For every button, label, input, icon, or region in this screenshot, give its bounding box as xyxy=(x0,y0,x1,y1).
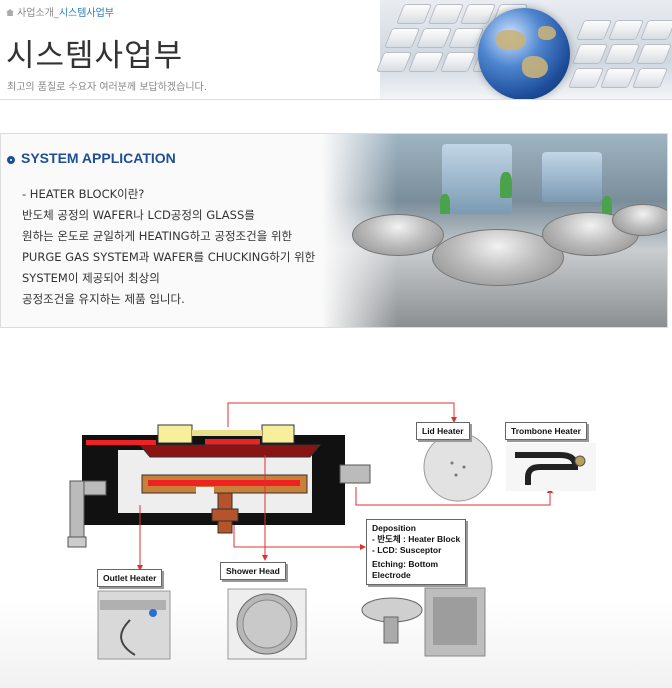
section-description: - HEATER BLOCK이란? 반도체 공정의 WAFER나 LCD공정의 … xyxy=(22,184,315,310)
lid-heater-label: Lid Heater xyxy=(416,422,470,440)
deposition-lcd: - LCD: Susceptor xyxy=(372,545,442,555)
home-icon[interactable] xyxy=(6,9,14,16)
bullet-icon xyxy=(7,156,15,164)
page-header: 사업소개_시스템사업부 시스템사업부 최고의 품질로 수요자 여러분께 보답하겠… xyxy=(0,0,672,100)
desc-line: - HEATER BLOCK이란? xyxy=(22,187,145,201)
section-heading-text: SYSTEM APPLICATION xyxy=(21,150,176,166)
shower-head-label: Shower Head xyxy=(220,562,286,580)
breadcrumb-parent[interactable]: 사업소개 xyxy=(17,8,54,19)
header-divider xyxy=(0,99,672,100)
trombone-heater-label: Trombone Heater xyxy=(505,422,587,440)
electrode-line: Electrode xyxy=(372,570,411,580)
section-heading: SYSTEM APPLICATION xyxy=(7,150,176,166)
breadcrumb-separator: _ xyxy=(53,8,59,19)
desc-line: 원하는 온도로 균일하게 HEATING하고 공정조건을 위한 xyxy=(22,229,293,243)
page-subtitle: 최고의 품질로 수요자 여러분께 보답하겠습니다. xyxy=(7,82,207,93)
desc-line: SYSTEM이 제공되어 최상의 xyxy=(22,271,160,285)
etching-line: Etching: Bottom xyxy=(372,559,439,569)
heater-block-diagram xyxy=(67,402,596,660)
factory-photo xyxy=(322,134,667,327)
desc-line: PURGE GAS SYSTEM과 WAFER를 CHUCKING하기 위한 xyxy=(22,250,316,264)
outlet-heater-label: Outlet Heater xyxy=(97,569,163,587)
deposition-semi: - 반도체 : Heater Block xyxy=(372,534,461,544)
breadcrumb: 사업소개_시스템사업부 xyxy=(6,4,114,19)
page-title: 시스템사업부 xyxy=(6,38,184,74)
deposition-title: Deposition xyxy=(372,523,416,533)
globe-visual xyxy=(478,8,570,100)
deposition-label: Deposition - 반도체 : Heater Block - LCD: S… xyxy=(366,519,467,585)
desc-line: 반도체 공정의 WAFER나 LCD공정의 GLASS를 xyxy=(22,208,255,222)
breadcrumb-current: 시스템사업부 xyxy=(58,8,115,19)
desc-line: 공정조건을 유지하는 제품 입니다. xyxy=(22,292,185,306)
system-application-panel xyxy=(0,133,668,328)
